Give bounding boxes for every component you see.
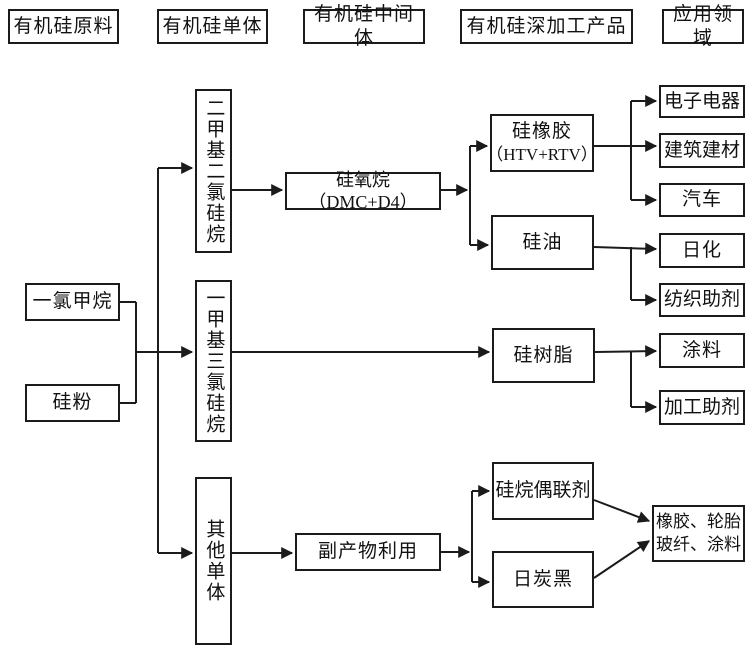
node-silicone-rubber: 硅橡胶 （HTV+RTV） (486, 114, 598, 172)
node-sublabel: （HTV+RTV） (486, 145, 598, 165)
header-deep-processed-products: 有机硅深加工产品 (460, 9, 633, 44)
node-silane-coupling-agent: 硅烷偶联剂 (492, 462, 594, 520)
node-electronics: 电子电器 (659, 85, 745, 118)
header-monomers: 有机硅单体 (157, 9, 268, 44)
header-raw-materials: 有机硅原料 (8, 9, 119, 44)
header-application-fields: 应用领域 (662, 4, 744, 49)
node-byproduct-utilization: 副产物利用 (295, 533, 441, 571)
node-textile-auxiliaries: 纺织助剂 (659, 283, 745, 317)
node-coatings: 涂料 (659, 333, 745, 368)
node-label: 橡胶、轮胎 (656, 511, 741, 531)
header-intermediates: 有机硅中间体 (303, 4, 425, 49)
node-silicone-resin: 硅树脂 (492, 328, 595, 383)
node-label: 一甲基三氯硅烷 (203, 287, 225, 435)
node-construction-materials: 建筑建材 (659, 133, 745, 168)
node-silicon-powder: 硅粉 (25, 384, 120, 422)
node-other-monomers: 其他单体 (195, 477, 232, 645)
node-rubber-tire-glassfiber-coatings: 橡胶、轮胎 玻纤、涂料 (652, 505, 745, 562)
node-silicone-oil: 硅油 (491, 215, 594, 270)
node-dimethyldichlorosilane: 二甲基二氯硅烷 (195, 89, 232, 253)
plain-connectors (120, 101, 632, 582)
node-daily-chemicals: 日化 (659, 233, 745, 268)
node-methyltrichlorosilane: 一甲基三氯硅烷 (195, 280, 232, 442)
node-label: 硅橡胶 (511, 120, 572, 142)
node-siloxane-dmc-d4: 硅氧烷（DMC+D4） (285, 170, 441, 212)
arrow-connectors (136, 95, 658, 588)
node-automobile: 汽车 (659, 183, 745, 217)
node-carbon-black: 日炭黑 (492, 551, 594, 608)
node-label: 二甲基二氯硅烷 (203, 97, 225, 245)
node-label: 玻纤、涂料 (656, 534, 741, 554)
node-processing-aids: 加工助剂 (659, 390, 745, 425)
node-label: 其他单体 (203, 519, 225, 603)
node-methyl-chloride: 一氯甲烷 (25, 283, 120, 321)
